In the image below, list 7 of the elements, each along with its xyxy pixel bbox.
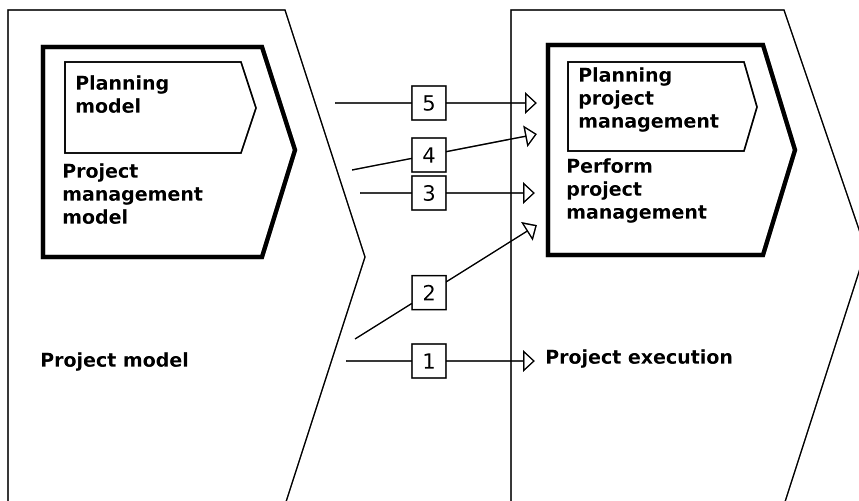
chevron-box: Planning project management: [567, 61, 758, 152]
edge-label: 3: [411, 175, 447, 211]
edge-label: 2: [411, 274, 447, 310]
edge-label: 1: [411, 343, 447, 379]
edge-label: 4: [411, 137, 447, 173]
chevron-box: Planning model: [64, 61, 257, 154]
edge-label: 5: [411, 85, 447, 121]
